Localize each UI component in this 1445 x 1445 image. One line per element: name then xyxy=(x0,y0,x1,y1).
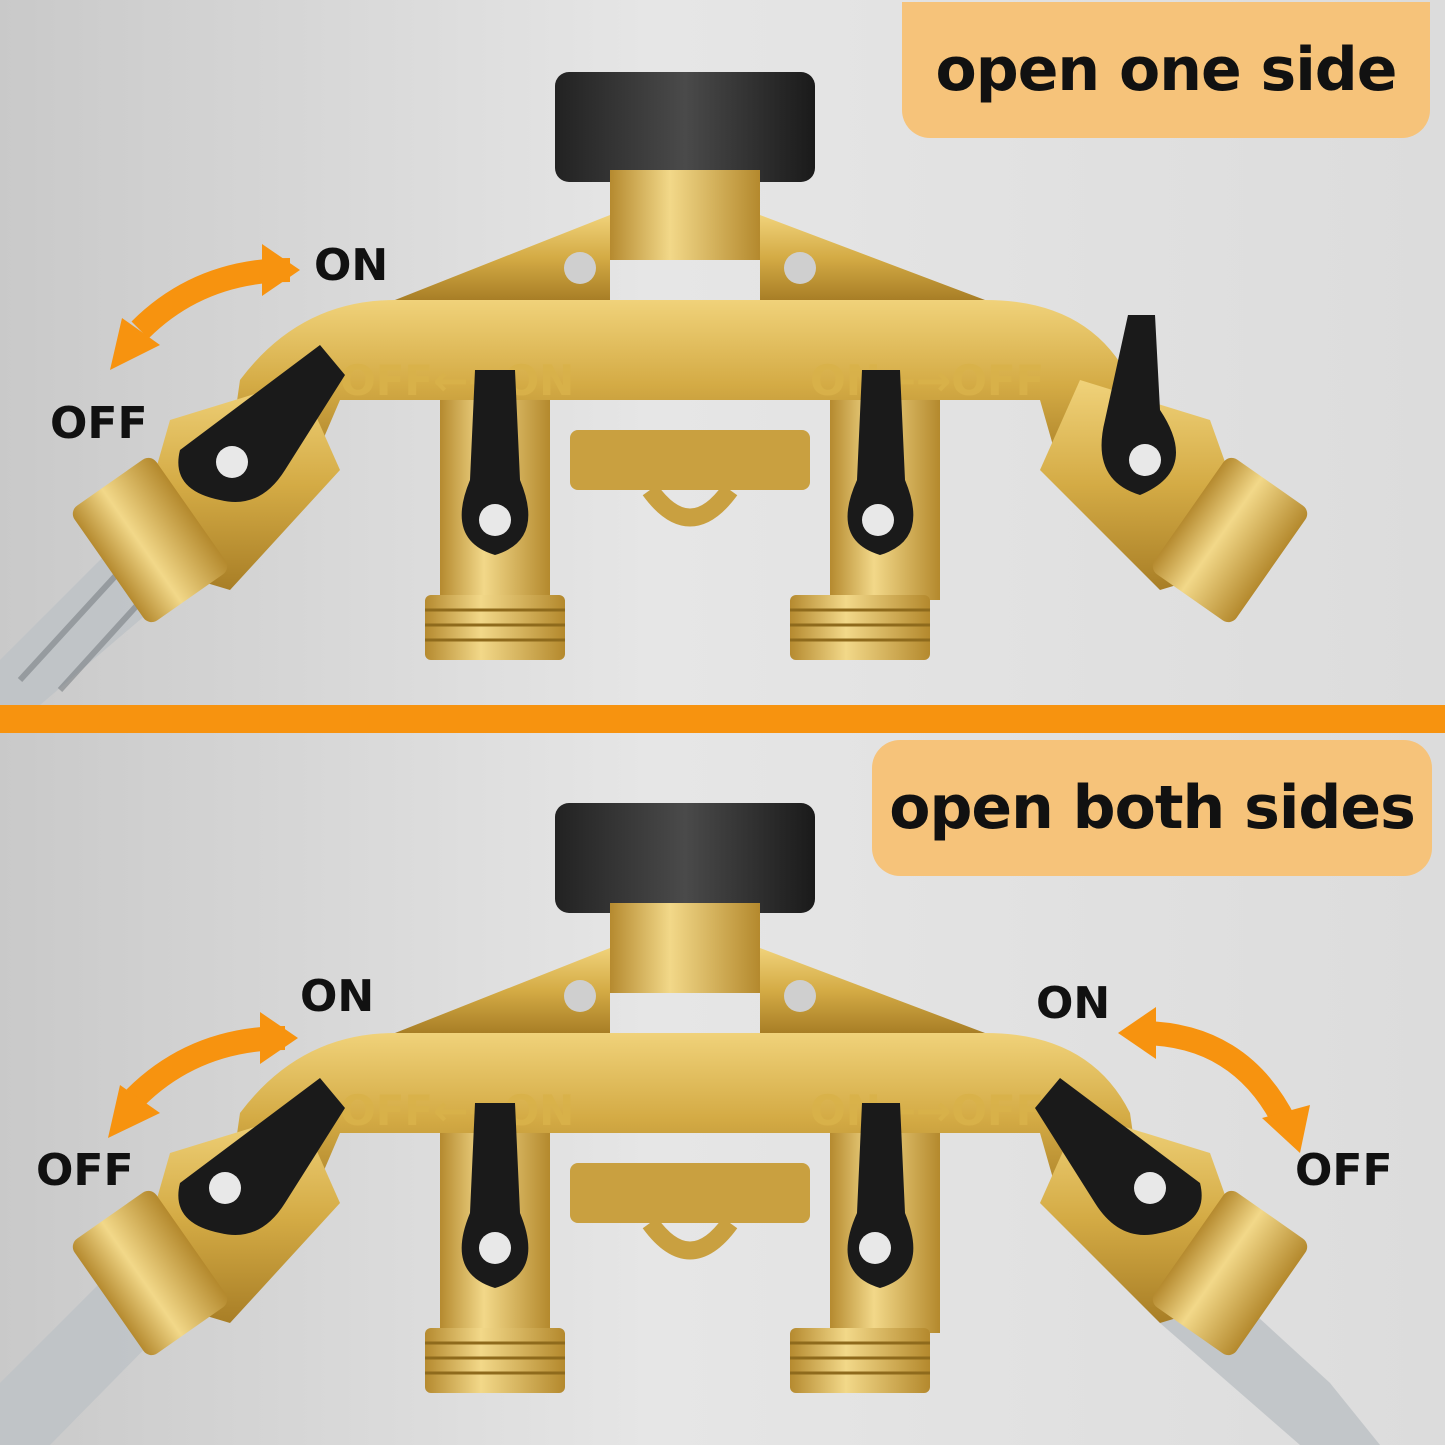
brass-splitter-illustration: OFF←→ON ON←→OFF xyxy=(0,803,1380,1445)
caption-open-both-sides: open both sides xyxy=(872,740,1432,876)
valve-handle xyxy=(847,1103,914,1288)
hose-cap xyxy=(555,803,815,913)
valve-handle xyxy=(178,345,345,502)
rotation-arrow xyxy=(1139,1021,1296,1129)
caption-open-one-side: open one side xyxy=(902,2,1430,138)
hose-cap xyxy=(555,72,815,182)
engraving-right: ON←→OFF xyxy=(810,1086,1044,1135)
valve-handle xyxy=(847,370,914,555)
orange-divider xyxy=(0,705,1445,733)
left-on-label: ON xyxy=(300,971,375,1022)
valve-handle xyxy=(178,1078,345,1235)
valve-handle xyxy=(1035,1078,1202,1235)
top-panel: OFF←→ON ON←→OFF xyxy=(0,0,1445,705)
engraving-left: OFF←→ON xyxy=(340,356,574,405)
valve-handle xyxy=(1101,315,1176,495)
brass-splitter-illustration: OFF←→ON ON←→OFF xyxy=(0,72,1308,705)
manifold-body xyxy=(230,1033,1140,1203)
engraving-left: OFF←→ON xyxy=(340,1086,574,1135)
on-label: ON xyxy=(314,240,389,291)
left-off-label: OFF xyxy=(36,1145,134,1196)
engraving-right: ON←→OFF xyxy=(810,356,1044,405)
valve-handle xyxy=(461,370,529,555)
bottom-panel: OFF←→ON ON←→OFF xyxy=(0,733,1445,1445)
right-on-label: ON xyxy=(1036,978,1111,1029)
off-label: OFF xyxy=(50,398,148,449)
valve-handle xyxy=(461,1103,529,1288)
right-off-label: OFF xyxy=(1295,1145,1393,1196)
manifold-body xyxy=(230,300,1140,470)
